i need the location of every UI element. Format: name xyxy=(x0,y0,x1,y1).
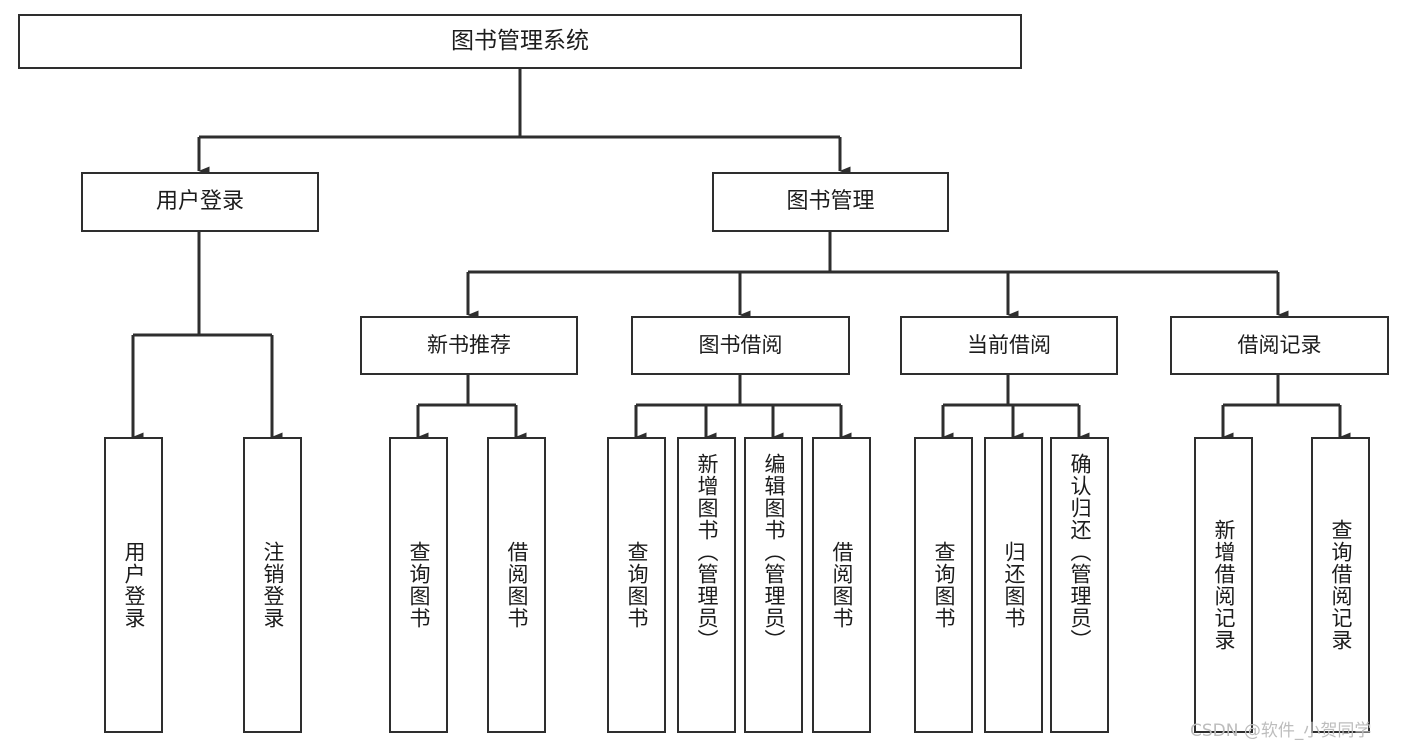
node-book-management[interactable]: 图书管理 xyxy=(712,172,949,232)
node-root-library-system[interactable]: 图书管理系统 xyxy=(18,14,1022,69)
leaf-add-borrow-record[interactable]: 新增借阅记录 xyxy=(1194,437,1253,733)
node-book-borrow-label: 图书借阅 xyxy=(698,333,783,357)
leaf-query-book-new[interactable]: 查询图书 xyxy=(389,437,448,733)
leaf-add-book-admin-label: 新增图书（管理员） xyxy=(694,453,719,651)
leaf-query-book-borrow-label: 查询图书 xyxy=(624,541,649,629)
leaf-add-borrow-record-label: 新增借阅记录 xyxy=(1211,519,1236,651)
leaf-return-book-label: 归还图书 xyxy=(1001,541,1026,629)
leaf-borrow-book-label: 借阅图书 xyxy=(829,541,854,629)
leaf-query-book-current-label: 查询图书 xyxy=(931,541,956,629)
node-current-borrow[interactable]: 当前借阅 xyxy=(900,316,1118,375)
leaf-borrow-book-new[interactable]: 借阅图书 xyxy=(487,437,546,733)
node-book-borrow[interactable]: 图书借阅 xyxy=(631,316,850,375)
leaf-borrow-book[interactable]: 借阅图书 xyxy=(812,437,871,733)
node-root-label: 图书管理系统 xyxy=(451,28,589,54)
node-current-borrow-label: 当前借阅 xyxy=(967,333,1051,357)
node-user-login-label: 用户登录 xyxy=(155,189,244,214)
node-borrow-record-label: 借阅记录 xyxy=(1237,333,1322,357)
node-new-book-recommend-label: 新书推荐 xyxy=(427,333,511,357)
leaf-edit-book-admin-label: 编辑图书（管理员） xyxy=(761,453,786,651)
leaf-user-login-label: 用户登录 xyxy=(121,541,146,629)
node-borrow-record[interactable]: 借阅记录 xyxy=(1170,316,1389,375)
leaf-query-borrow-record[interactable]: 查询借阅记录 xyxy=(1311,437,1370,733)
leaf-add-book-admin[interactable]: 新增图书（管理员） xyxy=(677,437,736,733)
leaf-query-book-new-label: 查询图书 xyxy=(406,541,431,629)
leaf-borrow-book-new-label: 借阅图书 xyxy=(504,541,529,629)
leaf-confirm-return-admin-label: 确认归还（管理员） xyxy=(1067,453,1092,651)
leaf-confirm-return-admin[interactable]: 确认归还（管理员） xyxy=(1050,437,1109,733)
leaf-return-book[interactable]: 归还图书 xyxy=(984,437,1043,733)
leaf-logout[interactable]: 注销登录 xyxy=(243,437,302,733)
leaf-logout-label: 注销登录 xyxy=(260,541,285,629)
leaf-edit-book-admin[interactable]: 编辑图书（管理员） xyxy=(744,437,803,733)
leaf-query-book-borrow[interactable]: 查询图书 xyxy=(607,437,666,733)
node-book-management-label: 图书管理 xyxy=(786,189,875,214)
node-user-login[interactable]: 用户登录 xyxy=(81,172,319,232)
leaf-user-login[interactable]: 用户登录 xyxy=(104,437,163,733)
leaf-query-borrow-record-label: 查询借阅记录 xyxy=(1328,519,1353,651)
node-new-book-recommend[interactable]: 新书推荐 xyxy=(360,316,578,375)
leaf-query-book-current[interactable]: 查询图书 xyxy=(914,437,973,733)
